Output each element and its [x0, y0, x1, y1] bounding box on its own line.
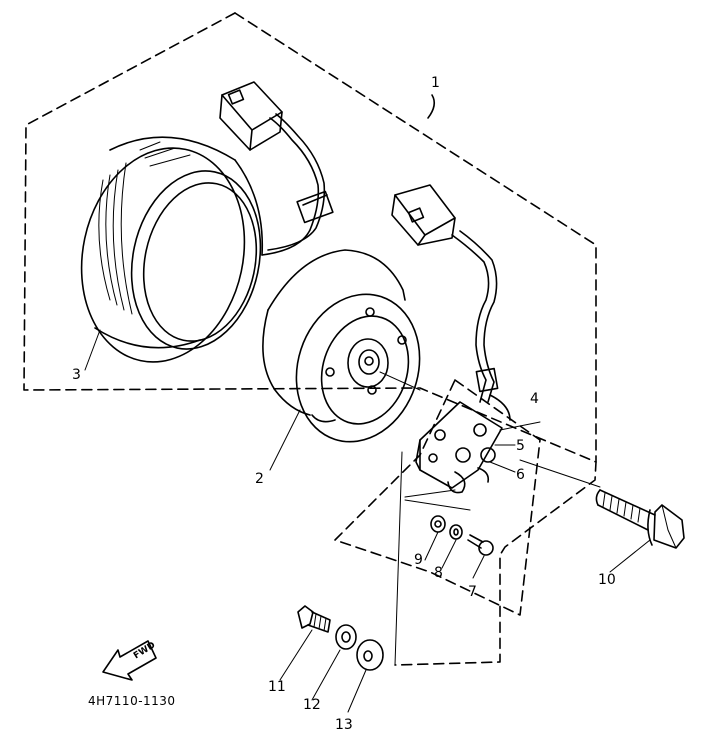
callout-10-leader — [610, 540, 650, 572]
callout-7: 7 — [468, 584, 477, 600]
part-code: 4H7110-1130 — [88, 694, 176, 708]
callout-13-leader — [348, 670, 366, 712]
small-screw — [468, 535, 493, 555]
stator-wire-harness — [220, 82, 333, 255]
callout-12: 12 — [303, 697, 321, 713]
rotor — [263, 250, 438, 458]
callout-1-leader — [428, 95, 434, 118]
callout-12-leader — [312, 650, 340, 700]
callout-9: 9 — [414, 552, 423, 568]
callout-11: 11 — [268, 679, 286, 695]
pickup-coil — [392, 185, 540, 510]
assembly-outline — [24, 13, 596, 665]
callout-8-leader — [442, 540, 456, 568]
callout-9-leader — [425, 532, 438, 560]
callout-13: 13 — [335, 717, 353, 733]
callout-3: 3 — [72, 367, 81, 383]
callout-7-leader — [473, 556, 484, 578]
callout-2-leader — [270, 410, 300, 470]
callout-6: 6 — [516, 467, 525, 483]
washer-12 — [336, 625, 356, 649]
callout-5: 5 — [516, 438, 525, 454]
fwd-arrow-icon — [103, 641, 156, 680]
washer-13 — [357, 640, 383, 670]
callout-8: 8 — [434, 565, 443, 581]
spring-washer — [450, 525, 462, 539]
callout-3-leader — [85, 330, 100, 370]
callout-10: 10 — [598, 572, 616, 588]
stator-ring — [62, 133, 276, 378]
callout-11-leader — [280, 630, 312, 680]
pickup-to-13-leader — [395, 452, 402, 665]
callout-2: 2 — [255, 471, 264, 487]
flange-bolt — [520, 460, 684, 548]
assembly-outline-right — [235, 13, 596, 462]
bolt-11 — [298, 606, 330, 632]
callout-4: 4 — [530, 391, 539, 407]
plain-washer — [431, 516, 445, 532]
callout-1: 1 — [431, 75, 440, 91]
